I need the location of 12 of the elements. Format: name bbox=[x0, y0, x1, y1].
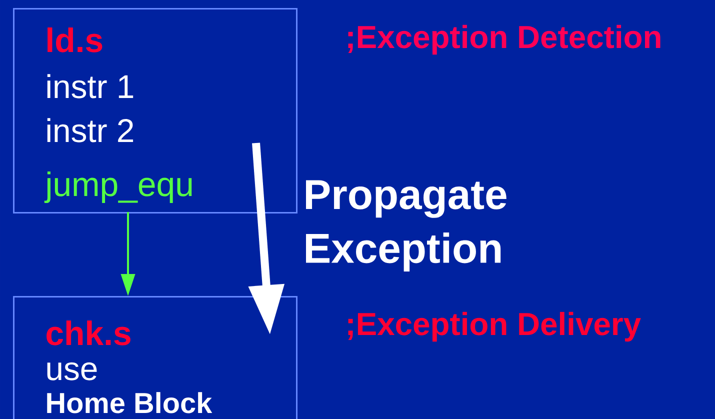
heading-text: ld.s bbox=[48, 27, 102, 52]
comment-text: ;Exception Detection bbox=[348, 24, 660, 55]
code-box bbox=[13, 296, 298, 419]
code-box bbox=[13, 8, 298, 214]
code-line: jump_equ bbox=[44, 171, 192, 204]
edge-label: Propagate Exception bbox=[306, 180, 506, 272]
code-line: instr 2 bbox=[47, 118, 134, 142]
comment-text: ;Exception Delivery bbox=[348, 312, 641, 342]
code-line: instr 1 bbox=[47, 74, 134, 98]
code-line: Home Block bbox=[47, 392, 212, 414]
heading-text: chk.s bbox=[46, 320, 130, 346]
code-line: use bbox=[47, 362, 97, 380]
